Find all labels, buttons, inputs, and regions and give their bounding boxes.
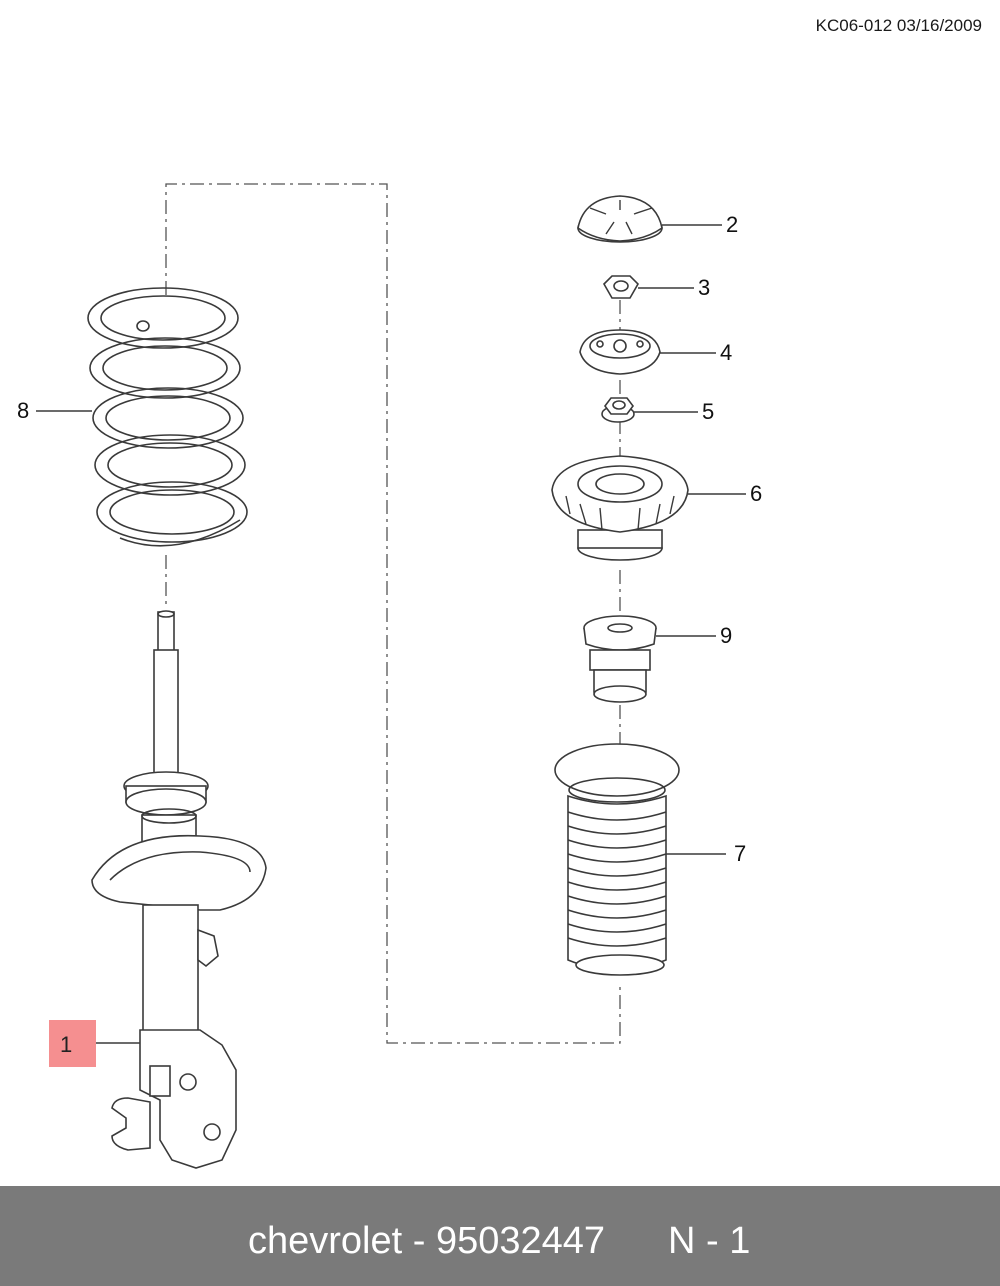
coil-spring-part-8 xyxy=(87,287,248,547)
callout-label-8: 8 xyxy=(17,398,30,423)
leader-lines xyxy=(36,224,746,1044)
dust-cap-part-2 xyxy=(577,195,663,243)
exploded-strut-diagram xyxy=(36,183,746,1169)
strut-assembly-part-1 xyxy=(91,610,267,1169)
dust-boot-part-7 xyxy=(554,743,680,976)
footer-position: N - 1 xyxy=(668,1220,751,1262)
callout-label-5: 5 xyxy=(702,399,715,424)
callout-label-4: 4 xyxy=(720,340,733,365)
callout-1-highlight[interactable]: 1 xyxy=(49,1020,96,1067)
upper-plate-part-4 xyxy=(579,329,661,375)
callout-label-1: 1 xyxy=(60,1032,73,1057)
drawing-ref-code: KC06-012 03/16/2009 xyxy=(815,16,982,35)
flange-nut-part-5 xyxy=(601,397,635,423)
assembly-centerlines xyxy=(165,183,621,1044)
strut-mount-part-6 xyxy=(551,455,689,561)
callout-label-2: 2 xyxy=(726,212,739,237)
footer-part-number: chevrolet - 95032447 xyxy=(248,1220,606,1262)
callout-label-7: 7 xyxy=(734,841,747,866)
callout-label-3: 3 xyxy=(698,275,711,300)
nut-part-3 xyxy=(603,275,639,299)
footer-bar: chevrolet - 95032447 N - 1 xyxy=(0,1186,1000,1286)
bump-stop-part-9 xyxy=(583,615,657,703)
callout-label-9: 9 xyxy=(720,623,733,648)
callout-label-6: 6 xyxy=(750,481,763,506)
